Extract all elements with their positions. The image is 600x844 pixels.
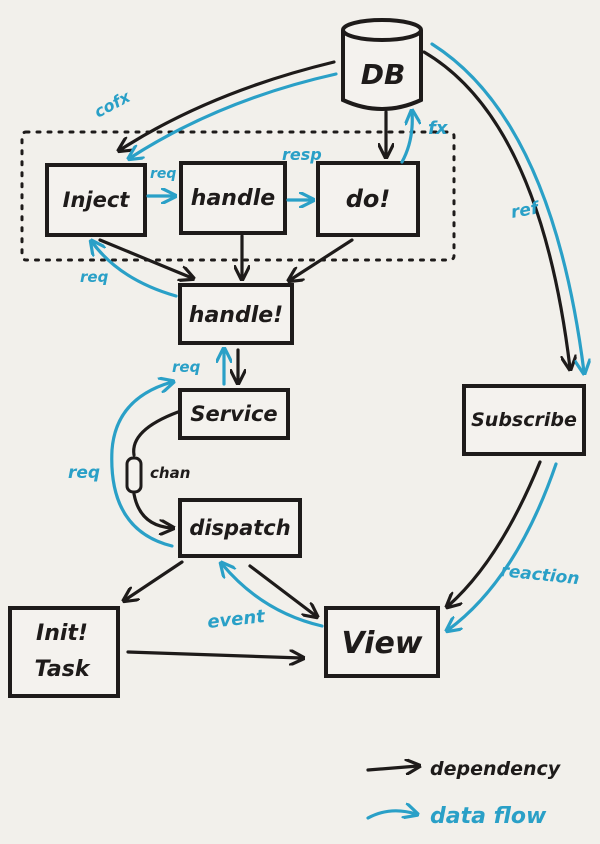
arrow-db-inject bbox=[120, 60, 336, 150]
handle-bang-label: handle! bbox=[189, 303, 283, 328]
interceptor-group-frame bbox=[20, 130, 456, 262]
label-req-inject-handle: req bbox=[150, 166, 176, 182]
handle-bang-node: handle! bbox=[178, 283, 294, 345]
label-fx: fx bbox=[428, 118, 449, 139]
legend-dependency-label: dependency bbox=[430, 758, 562, 780]
label-ref: ref bbox=[509, 198, 542, 223]
flow-do-db-fx bbox=[400, 112, 412, 164]
label-cofx: cofx bbox=[91, 87, 134, 122]
inject-node: Inject bbox=[45, 163, 147, 237]
flow-db-subscribe-ref bbox=[430, 42, 584, 372]
init-task-label-line1: Init! bbox=[36, 621, 88, 646]
view-label: View bbox=[341, 626, 422, 661]
subscribe-node: Subscribe bbox=[462, 384, 586, 456]
arrow-chan-dispatch bbox=[132, 492, 172, 528]
label-event: event bbox=[206, 606, 267, 633]
chan-cylinder-icon bbox=[125, 456, 143, 494]
dispatch-label: dispatch bbox=[189, 516, 290, 540]
view-node: View bbox=[324, 606, 440, 678]
label-req-handle-inject: req bbox=[80, 268, 109, 286]
chan-node: chan bbox=[125, 456, 190, 494]
service-node: Service bbox=[178, 388, 290, 440]
arrow-db-subscribe bbox=[422, 50, 570, 368]
arrow-service-chan bbox=[132, 410, 180, 457]
legend-data-flow-arrow bbox=[366, 811, 416, 820]
label-req-chan: req bbox=[68, 463, 100, 483]
label-req-service: req bbox=[172, 358, 201, 376]
arrow-subscribe-view bbox=[448, 460, 542, 606]
legend-data-flow-label: data flow bbox=[430, 804, 547, 829]
do-node: do! bbox=[316, 161, 420, 237]
flow-handle-bang-inject-req bbox=[92, 242, 178, 298]
service-label: Service bbox=[190, 402, 277, 426]
label-resp: resp bbox=[282, 145, 322, 164]
do-label: do! bbox=[346, 185, 391, 213]
arrow-inject-handle-bang bbox=[98, 238, 192, 278]
flow-db-inject-cofx bbox=[130, 72, 338, 158]
flow-dispatch-service-req bbox=[110, 382, 172, 548]
legend: dependency data flow bbox=[366, 758, 562, 829]
flow-subscribe-view-reaction bbox=[448, 462, 558, 630]
db-node: DB bbox=[341, 18, 423, 111]
inject-label: Inject bbox=[63, 188, 131, 212]
db-label: DB bbox=[361, 58, 406, 91]
legend-dependency-arrow bbox=[366, 766, 418, 770]
flow-view-dispatch-event bbox=[222, 564, 324, 628]
init-task-node: Init! Task bbox=[8, 606, 120, 698]
handle-node: handle bbox=[179, 161, 287, 235]
arrow-dispatch-view bbox=[248, 564, 316, 616]
label-reaction: reaction bbox=[499, 561, 580, 589]
init-task-label-line2: Task bbox=[35, 657, 91, 682]
arrow-do-handle-bang bbox=[290, 238, 354, 280]
arrow-dispatch-init-task bbox=[125, 560, 184, 600]
chan-label: chan bbox=[150, 464, 190, 482]
subscribe-label: Subscribe bbox=[471, 409, 577, 431]
dispatch-node: dispatch bbox=[178, 498, 302, 558]
arrow-init-task-view bbox=[126, 652, 302, 658]
handle-label: handle bbox=[191, 186, 275, 211]
